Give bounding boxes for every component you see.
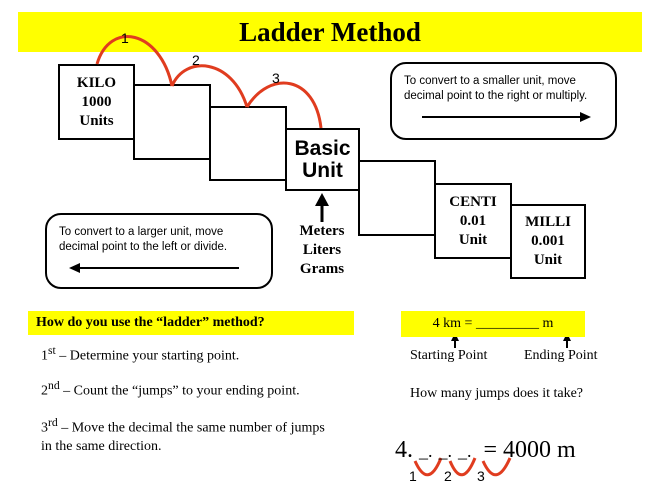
dot-1: . <box>428 441 433 461</box>
step-1-sup: st <box>48 344 56 357</box>
dot-2: . <box>447 441 453 461</box>
note-larger-text: To convert to a larger unit, move decima… <box>59 226 228 253</box>
example-equation-box: 4 km = _________ m <box>401 311 585 337</box>
end-up-arrowhead <box>563 333 571 341</box>
step-3-text: – Move the decimal the same number of ju… <box>41 420 325 454</box>
title-bar: Ladder Method <box>18 12 642 52</box>
step-1: 1st – Determine your starting point. <box>41 342 341 366</box>
kilo-name: KILO <box>76 74 117 91</box>
blank-2: _ <box>438 441 448 461</box>
question-title: How do you use the “ladder” method? <box>28 311 354 335</box>
basic-line1: Basic <box>294 136 351 160</box>
left-arrow-icon <box>69 263 239 273</box>
step-2-text: – Count the “jumps” to your ending point… <box>59 383 300 399</box>
dot-3: . <box>467 441 472 461</box>
unit-meters: Meters <box>299 223 345 239</box>
example-equation: 4 km = _________ m <box>432 316 554 331</box>
kilo-value: 1000 <box>81 93 112 110</box>
jump-label-2: 2 <box>192 52 200 68</box>
step-1-ord: 1 <box>41 348 48 364</box>
kilo-unit: Units <box>79 112 114 129</box>
basic-up-arrowhead <box>315 193 329 206</box>
centi-value: 0.01 <box>459 212 487 229</box>
jump-label-1: 1 <box>121 30 129 46</box>
decimal-jump-2 <box>448 457 477 477</box>
basic-line2: Unit <box>302 158 343 182</box>
unit-liters: Liters <box>302 242 342 258</box>
decimal-jump-3 <box>481 457 512 477</box>
ladder-box-basic: Basic Unit <box>285 128 360 191</box>
step-3-ord: 3 <box>41 420 48 436</box>
page-title: Ladder Method <box>239 16 421 47</box>
worked-left: 4. <box>395 437 413 463</box>
question-title-text: How do you use the “ladder” method? <box>36 315 265 330</box>
start-up-arrowhead <box>451 333 459 341</box>
milli-name: MILLI <box>525 214 571 230</box>
step-2-ord: 2 <box>41 383 48 399</box>
note-smaller-unit: To convert to a smaller unit, move decim… <box>390 62 617 140</box>
note-smaller-text: To convert to a smaller unit, move decim… <box>404 75 588 102</box>
note-larger-unit: To convert to a larger unit, move decima… <box>45 213 273 289</box>
centi-unit: Unit <box>458 231 488 248</box>
decimal-jump-label-2: 2 <box>444 468 452 484</box>
centi-name: CENTI <box>449 193 497 210</box>
right-arrow-icon <box>422 112 591 122</box>
decimal-jump-label-3: 3 <box>477 468 485 484</box>
step-3: 3rd – Move the decimal the same number o… <box>41 414 337 456</box>
jumps-question: How many jumps does it take? <box>410 386 584 401</box>
milli-value: 0.001 <box>531 233 565 249</box>
starting-point-label: Starting Point <box>410 348 488 363</box>
jump-arc-3 <box>245 81 323 129</box>
decimal-jump-1 <box>413 457 443 477</box>
blank-3: _ <box>458 441 467 461</box>
step-1-text: – Determine your starting point. <box>55 348 240 364</box>
jump-label-3: 3 <box>272 70 280 86</box>
milli-unit: Unit <box>533 252 563 268</box>
ladder-box-milli: MILLI 0.001 Unit <box>510 204 586 279</box>
step-2: 2nd – Count the “jumps” to your ending p… <box>41 377 351 401</box>
ladder-box-centi: CENTI 0.01 Unit <box>434 183 512 259</box>
decimal-jump-label-1: 1 <box>409 468 417 484</box>
jump-arc-1 <box>95 35 174 87</box>
step-3-sup: rd <box>48 416 58 429</box>
ladder-box-kilo: KILO 1000 Units <box>58 64 135 140</box>
ending-point-label: Ending Point <box>524 348 598 363</box>
worked-right: = 4000 m <box>483 437 576 463</box>
blank-1: _ <box>419 441 428 461</box>
worked-example: 4. _. _. _. = 4000 m <box>395 437 576 464</box>
basic-unit-list: Meters Liters Grams <box>288 222 356 279</box>
jump-arc-2 <box>170 64 249 108</box>
step-2-sup: nd <box>48 379 60 392</box>
unit-grams: Grams <box>299 261 345 277</box>
